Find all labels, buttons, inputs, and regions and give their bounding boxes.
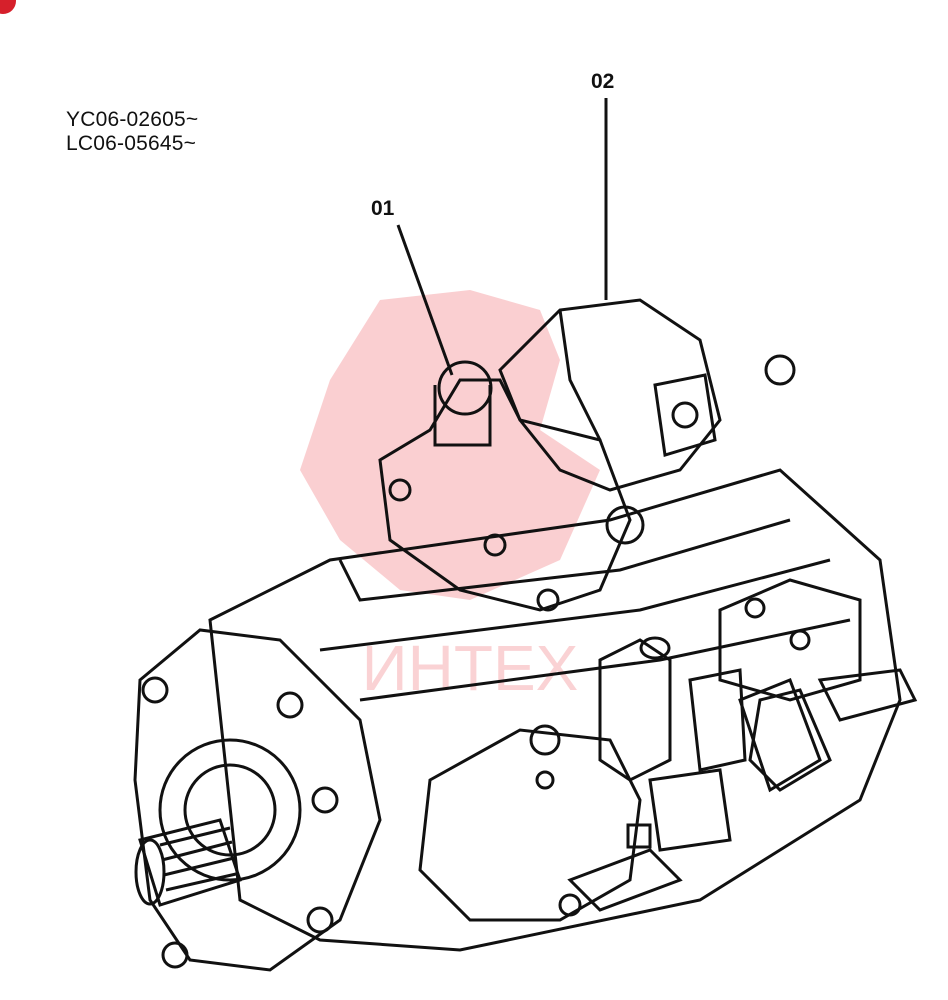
serial-range-1: YC06-02605~ <box>66 108 199 131</box>
pump-body <box>133 98 918 972</box>
callout-02[interactable]: 02 <box>591 70 615 93</box>
watermark-text: ИНТЕХ <box>362 632 579 704</box>
serial-range-2: LC06-05645~ <box>66 132 197 155</box>
leader-line-01 <box>396 224 454 376</box>
callout-01[interactable]: 01 <box>371 197 395 220</box>
